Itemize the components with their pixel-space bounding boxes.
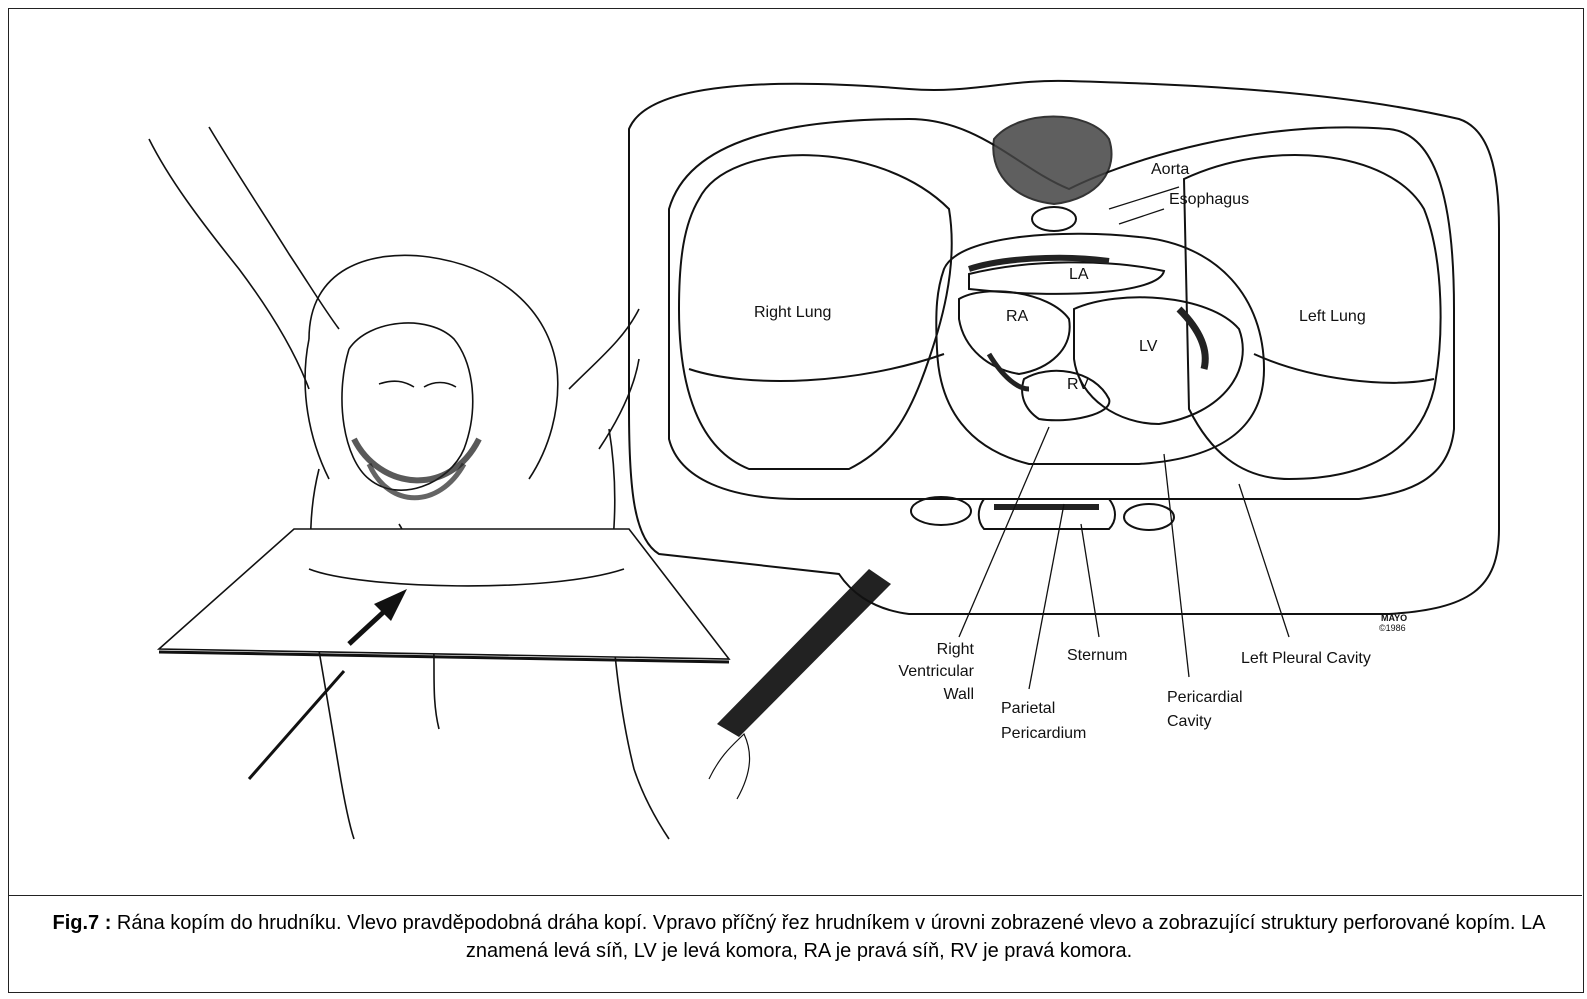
label-rv-wall-line2: Ventricular [898,663,974,680]
label-pericardial-line2: Cavity [1167,713,1211,730]
label-rv-wall-line3: Wall [943,686,974,703]
label-rv-wall-line1: Right [937,641,975,658]
label-la: LA [1069,266,1089,283]
label-rv: RV [1067,376,1089,393]
spear-path-line [249,671,344,779]
section-plane [159,529,729,662]
anatomy-illustration: MAYO ©1986 Aorta Esophagus Right Lung Le… [9,9,1582,894]
label-lv: LV [1139,338,1158,355]
mayo-mark-line1: MAYO [1381,613,1407,623]
illustration-panel: MAYO ©1986 Aorta Esophagus Right Lung Le… [9,9,1582,896]
label-parietal-line2: Pericardium [1001,725,1086,742]
label-aorta: Aorta [1151,161,1189,178]
label-left-lung: Left Lung [1299,308,1366,325]
label-parietal-line1: Parietal [1001,700,1055,717]
label-sternum: Sternum [1067,647,1127,664]
spear-drawing [709,569,891,799]
mayo-mark-line2: ©1986 [1379,623,1406,633]
label-right-lung: Right Lung [754,304,831,321]
label-left-pleural-cavity: Left Pleural Cavity [1241,650,1371,667]
label-pericardial-line1: Pericardial [1167,689,1243,706]
caption-prefix: Fig.7 : [52,912,111,934]
caption-text: Rána kopím do hrudníku. Vlevo pravděpodo… [111,912,1545,962]
figure-frame: MAYO ©1986 Aorta Esophagus Right Lung Le… [8,8,1584,993]
torso-drawing [149,127,669,839]
label-ra: RA [1006,308,1029,325]
figure-caption: Fig.7 : Rána kopím do hrudníku. Vlevo pr… [49,909,1549,965]
thorax-cross-section [629,81,1499,614]
label-esophagus: Esophagus [1169,191,1249,208]
